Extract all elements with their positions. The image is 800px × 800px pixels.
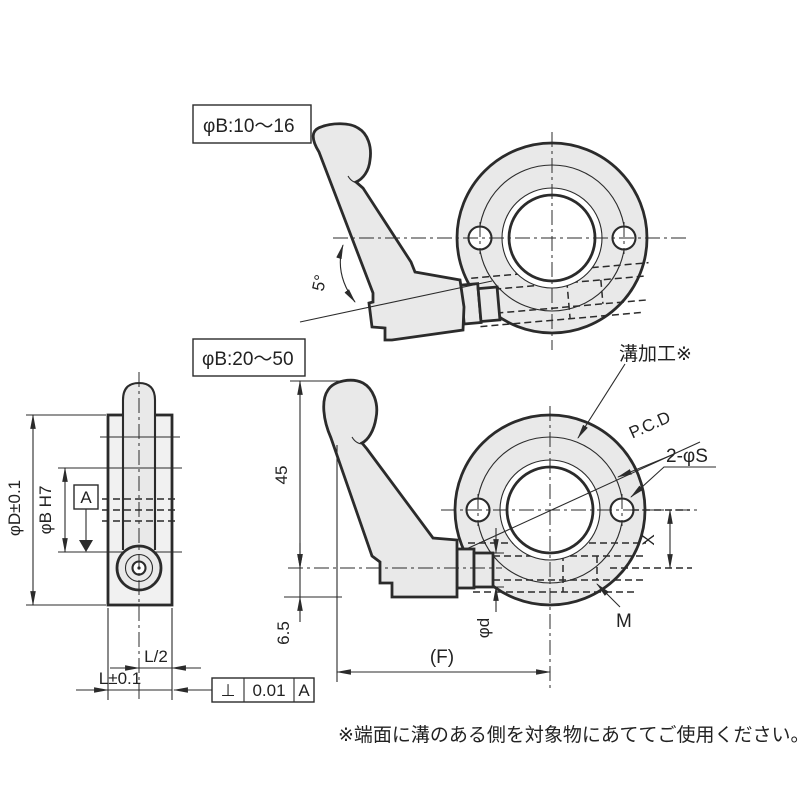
front-assembly-view: 45 6.5 (F) φd X 溝加工※ P.C.D 2-φS M — [272, 343, 716, 692]
dim-x: X — [639, 534, 658, 545]
tol-value: 0.01 — [252, 681, 285, 700]
front-lever-handle — [322, 378, 459, 599]
variant-label-top: φB:10～16 — [192, 104, 312, 144]
holes-label: 2-φS — [666, 446, 708, 467]
top-lever-handle — [311, 122, 466, 342]
side-view: φB H7 A φD±0.1 L/2 L±0.1 ⊥ 0.01 A — [5, 372, 315, 703]
dim-phi-d-outer: φD±0.1 — [5, 480, 24, 536]
dim-phi-d: φd — [474, 618, 493, 638]
tolerance-frame: ⊥ 0.01 A — [172, 677, 315, 703]
variant-top-text: φB:10～16 — [203, 116, 295, 137]
dim-F: (F) — [430, 647, 454, 668]
angle-5-label: 5° — [309, 273, 331, 293]
datum-triangle — [79, 540, 93, 552]
datum-a-label: A — [80, 488, 92, 507]
groove-label: 溝加工※ — [619, 343, 692, 365]
thread-label: M — [616, 611, 632, 632]
usage-note: ※端面に溝のある側を対象物にあててご使用ください。 — [338, 724, 800, 746]
variant-bottom-text: φB:20～50 — [202, 349, 294, 370]
dim-l-half: L/2 — [144, 647, 168, 666]
top-assembly-view: 5° — [299, 122, 690, 350]
tol-datum: A — [298, 681, 310, 700]
dim-l: L±0.1 — [99, 669, 141, 688]
dim-45: 45 — [272, 466, 291, 485]
variant-label-bottom: φB:20～50 — [192, 338, 306, 377]
dim-phi-b: φB H7 — [36, 486, 55, 535]
dim-6-5: 6.5 — [274, 621, 293, 645]
tol-symbol: ⊥ — [221, 681, 236, 700]
pcd-label: P.C.D — [626, 408, 673, 443]
